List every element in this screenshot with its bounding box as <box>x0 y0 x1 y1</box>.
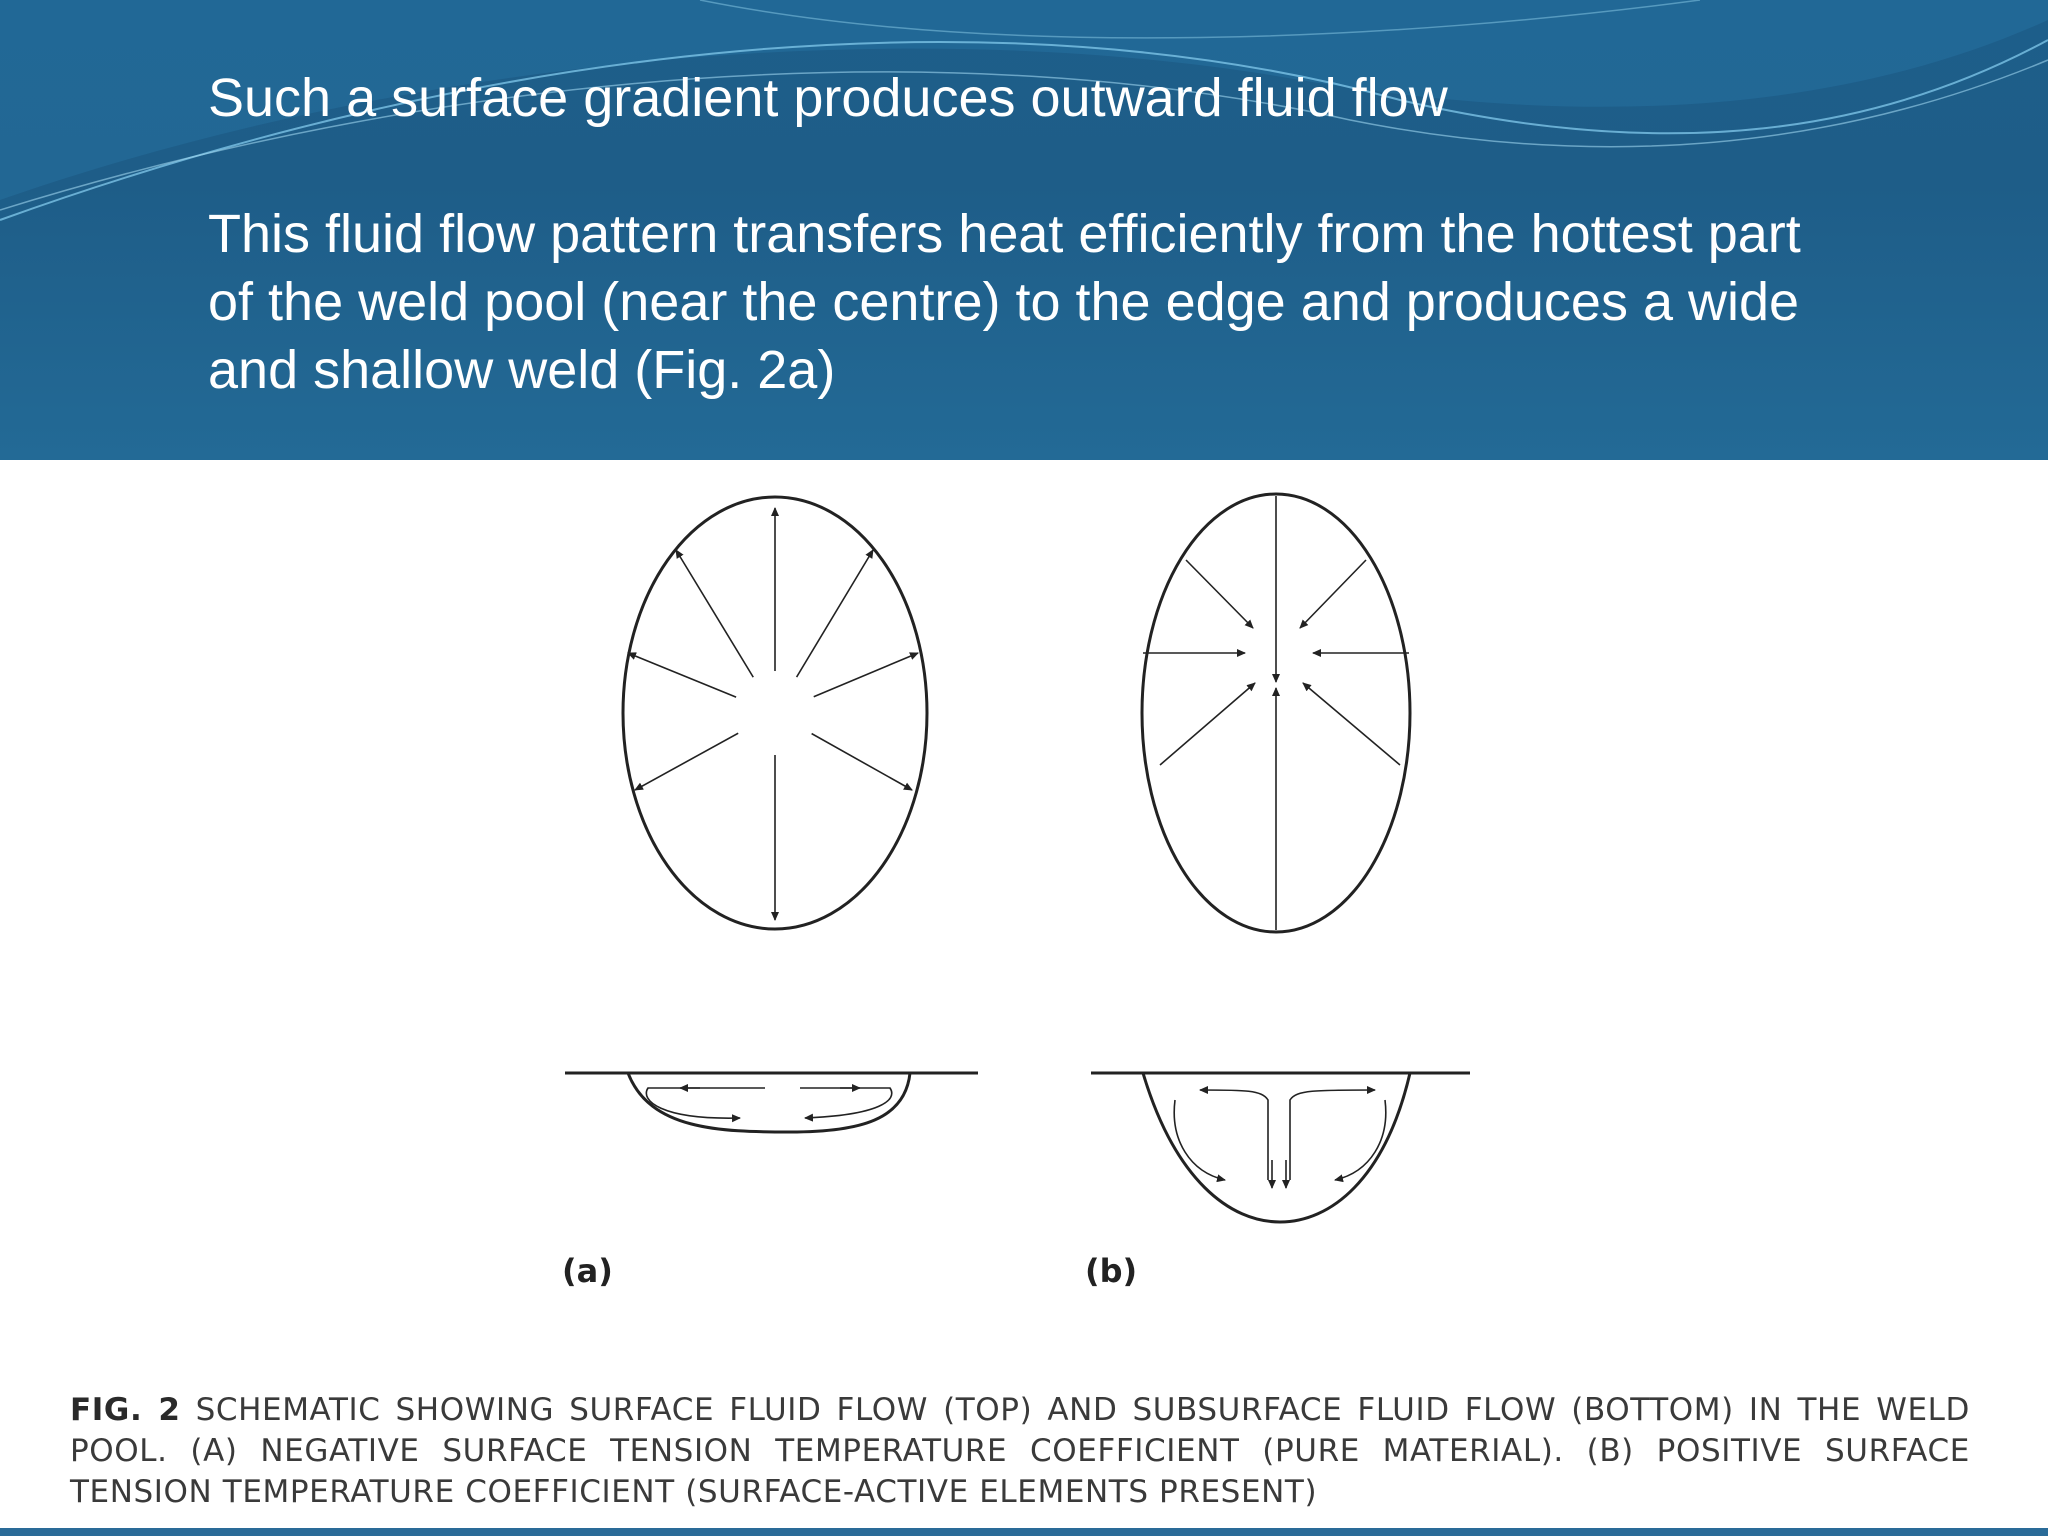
panel-b-cross-section <box>1091 1071 1470 1224</box>
weld-pool-flow-figure: (a) (b) <box>562 492 1470 1290</box>
body-line-1: This fluid flow pattern transfers heat e… <box>208 204 1801 264</box>
figure-caption: FIG. 2 SCHEMATIC SHOWING SURFACE FLUID F… <box>70 1390 1970 1513</box>
weld-pool-outline-b <box>1140 492 1412 934</box>
weld-pool-outline-a <box>621 495 929 931</box>
caption-figure-number: FIG. 2 <box>70 1392 181 1428</box>
panel-a-top-view <box>621 495 929 931</box>
slide-header-band: Such a surface gradient produces outward… <box>0 0 2048 460</box>
subsurface-flow-arrows-b <box>1173 1086 1387 1189</box>
panel-b-label: (b) <box>1085 1252 1137 1290</box>
body-line-2: of the weld pool (near the centre) to th… <box>208 272 1800 332</box>
slide-heading-line: Such a surface gradient produces outward… <box>208 68 1448 128</box>
slide-body-paragraph: This fluid flow pattern transfers heat e… <box>208 200 2008 404</box>
panel-a-label: (a) <box>562 1252 613 1290</box>
pool-profile-b <box>1141 1072 1412 1224</box>
pool-profile-a <box>626 1072 912 1134</box>
subsurface-flow-arrows-a <box>645 1084 893 1123</box>
bottom-accent-bar <box>0 1528 2048 1536</box>
panel-b-top-view <box>1140 492 1412 934</box>
header-wave-decoration <box>0 0 2048 221</box>
body-line-3: and shallow weld (Fig. 2a) <box>208 340 836 400</box>
inward-flow-arrows <box>1143 496 1409 930</box>
caption-text: SCHEMATIC SHOWING SURFACE FLUID FLOW (TO… <box>70 1392 1970 1510</box>
panel-a-cross-section <box>565 1071 978 1134</box>
